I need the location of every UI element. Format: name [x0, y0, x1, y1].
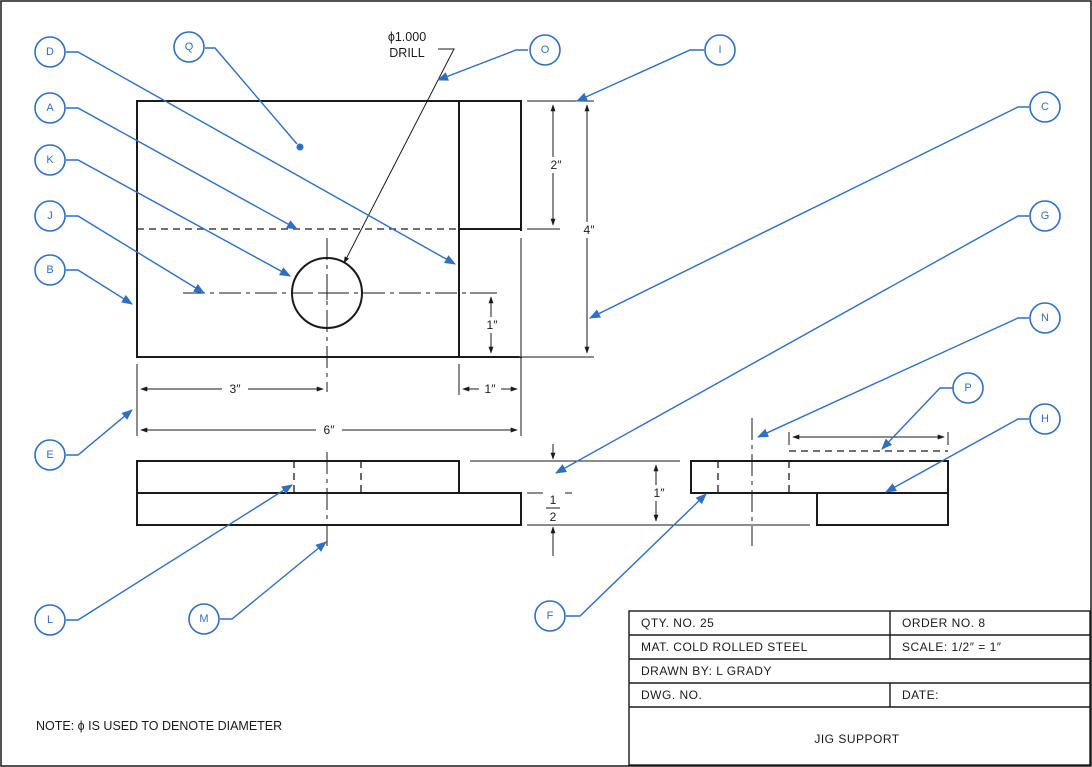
title-block-qty: QTY. NO. 25 [641, 616, 714, 630]
svg-text:P: P [964, 382, 971, 394]
callout-b[interactable]: B [34, 254, 66, 286]
callout-l[interactable]: L [34, 604, 66, 636]
side-view [690, 418, 949, 546]
svg-text:H: H [1041, 413, 1049, 425]
dim-label-2in: 2″ [551, 158, 563, 172]
dim-label-half-numerator: 1 [550, 493, 557, 507]
thickness-dimensions: 1 2 1″ [470, 444, 810, 556]
svg-text:Q: Q [185, 41, 194, 53]
svg-text:G: G [1041, 210, 1050, 222]
drill-note-diameter: ϕ1.000 [388, 30, 426, 44]
dim-label-half-denominator: 2 [550, 510, 557, 524]
callout-h[interactable]: H [1029, 403, 1061, 435]
svg-text:N: N [1041, 312, 1049, 324]
callout-d[interactable]: D [34, 36, 66, 68]
svg-text:M: M [199, 613, 208, 625]
front-view-upper-block [136, 460, 460, 494]
surface-point-marker [296, 143, 304, 151]
callout-o[interactable]: O [529, 34, 561, 66]
callout-n[interactable]: N [1029, 302, 1061, 334]
callout-i[interactable]: I [704, 34, 736, 66]
title-block-drawn-by: DRAWN BY: L GRADY [641, 664, 772, 678]
dim-label-1in-thick: 1″ [654, 486, 666, 500]
dim-label-4in: 4″ [584, 223, 596, 237]
callout-j[interactable]: J [34, 200, 66, 232]
svg-text:L: L [47, 614, 53, 626]
svg-text:O: O [541, 44, 550, 56]
title-block-dwg-no: DWG. NO. [641, 688, 702, 702]
drill-note: ϕ1.000 DRILL [343, 30, 455, 264]
dim-label-1in-horizontal: 1″ [485, 382, 497, 396]
callout-k[interactable]: K [34, 144, 66, 176]
title-block-material: MAT. COLD ROLLED STEEL [641, 640, 808, 654]
dim-label-1in-vertical: 1″ [487, 318, 499, 332]
callout-leaders [66, 47, 1029, 621]
svg-text:K: K [46, 154, 54, 166]
drill-note-drill: DRILL [389, 46, 424, 60]
dim-label-6in: 6″ [324, 423, 336, 437]
svg-text:E: E [46, 449, 53, 461]
top-view-vertical-dimensions: 2″ 4″ 1″ [464, 100, 598, 358]
svg-text:A: A [46, 102, 54, 114]
top-view-horizontal-dimensions: 3″ 1″ 6″ [136, 364, 522, 438]
side-view-upper-block [690, 460, 949, 494]
svg-text:I: I [718, 44, 721, 56]
callout-m[interactable]: M [188, 603, 220, 635]
side-view-lower-block [816, 492, 949, 526]
title-block-order: ORDER NO. 8 [902, 616, 986, 630]
dim-label-3in: 3″ [230, 382, 242, 396]
drill-leader [343, 48, 455, 264]
svg-text:B: B [46, 264, 53, 276]
front-view-lower-block [136, 492, 522, 526]
top-view [136, 100, 523, 392]
callout-e[interactable]: E [34, 439, 66, 471]
svg-text:J: J [47, 210, 53, 222]
svg-text:C: C [1041, 101, 1049, 113]
callout-f[interactable]: F [534, 600, 566, 632]
diameter-note: NOTE: ϕ IS USED TO DENOTE DIAMETER [36, 719, 282, 733]
svg-text:F: F [547, 610, 554, 622]
svg-text:D: D [46, 46, 54, 58]
title-block-date: DATE: [902, 688, 939, 702]
callout-c[interactable]: C [1029, 91, 1061, 123]
front-view [136, 452, 522, 546]
title-block: QTY. NO. 25 ORDER NO. 8 MAT. COLD ROLLED… [628, 610, 1091, 766]
callout-a[interactable]: A [34, 92, 66, 124]
title-block-title: JIG SUPPORT [814, 732, 899, 746]
title-block-scale: SCALE: 1/2″ = 1″ [902, 640, 1002, 654]
callout-p[interactable]: P [952, 372, 984, 404]
callout-q[interactable]: Q [173, 31, 205, 63]
callout-g[interactable]: G [1029, 200, 1061, 232]
